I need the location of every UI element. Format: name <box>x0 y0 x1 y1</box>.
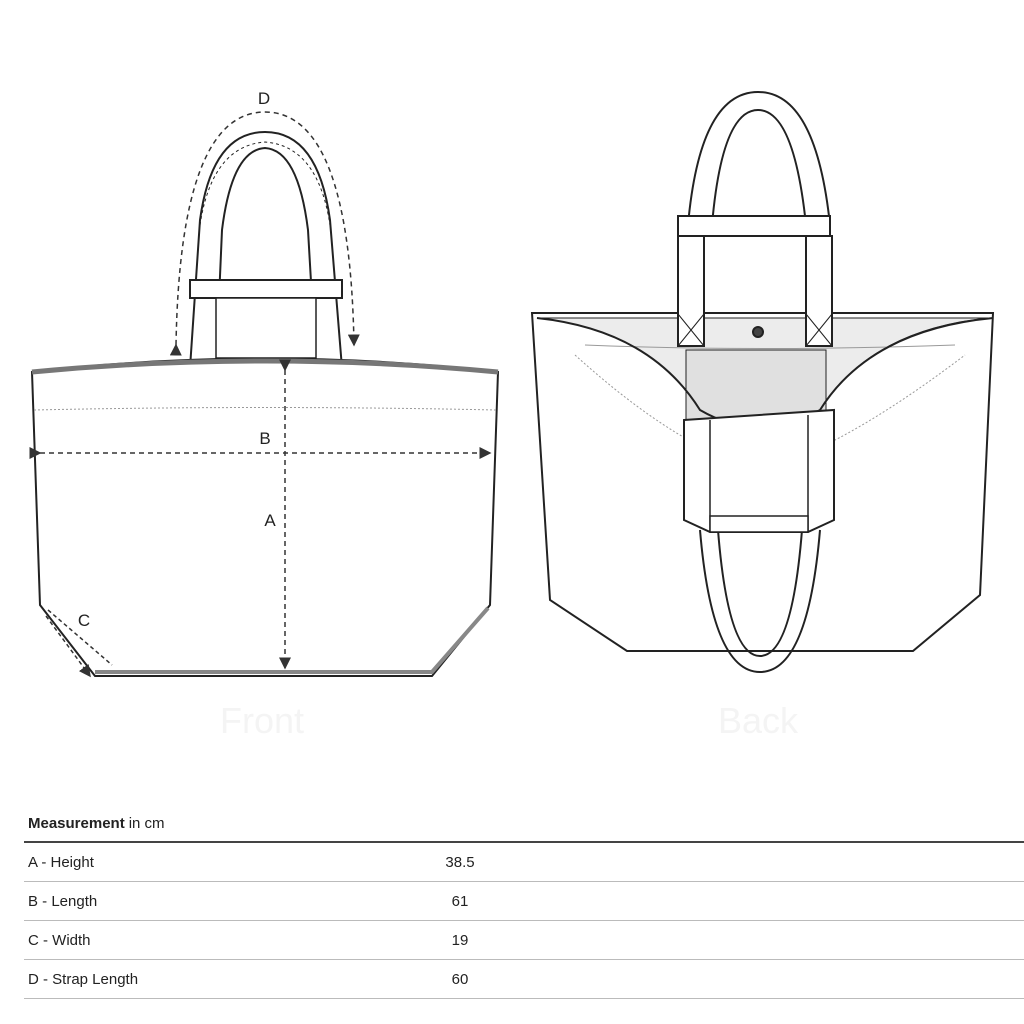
back-bottom-handle-icon <box>683 408 835 674</box>
dimension-b-letter: B <box>259 429 270 448</box>
dimension-d-line <box>169 111 360 356</box>
table-row: B - Length 61 <box>24 882 1024 921</box>
row-value: 61 <box>451 892 469 910</box>
row-value: 60 <box>451 970 469 988</box>
row-label: B - Length <box>28 892 98 910</box>
header-title: Measurement <box>28 815 125 832</box>
row-value: 38.5 <box>445 853 475 871</box>
table-row: C - Width 19 <box>24 921 1024 960</box>
front-view-label: Front <box>220 700 305 741</box>
back-view <box>530 90 995 674</box>
measurement-table: Measurement in cm A - Height 38.5 B - Le… <box>24 806 1024 999</box>
dimension-c-line <box>45 609 113 676</box>
back-view-label: Back <box>718 700 799 741</box>
front-view <box>29 111 500 676</box>
dimension-a-letter: A <box>264 511 276 530</box>
tote-bag-diagram: D B A C <box>29 89 995 800</box>
row-value: 19 <box>451 931 469 949</box>
back-top-handle-icon <box>677 90 833 347</box>
row-label: A - Height <box>28 853 94 871</box>
header-unit: in cm <box>128 815 165 832</box>
dimension-c-letter: C <box>78 611 90 630</box>
row-label: C - Width <box>28 931 91 949</box>
dimension-d-letter: D <box>258 89 270 108</box>
table-row: D - Strap Length 60 <box>24 960 1024 999</box>
table-row: A - Height 38.5 <box>24 843 1024 882</box>
row-label: D - Strap Length <box>28 970 139 988</box>
table-header: Measurement in cm <box>24 806 1024 843</box>
